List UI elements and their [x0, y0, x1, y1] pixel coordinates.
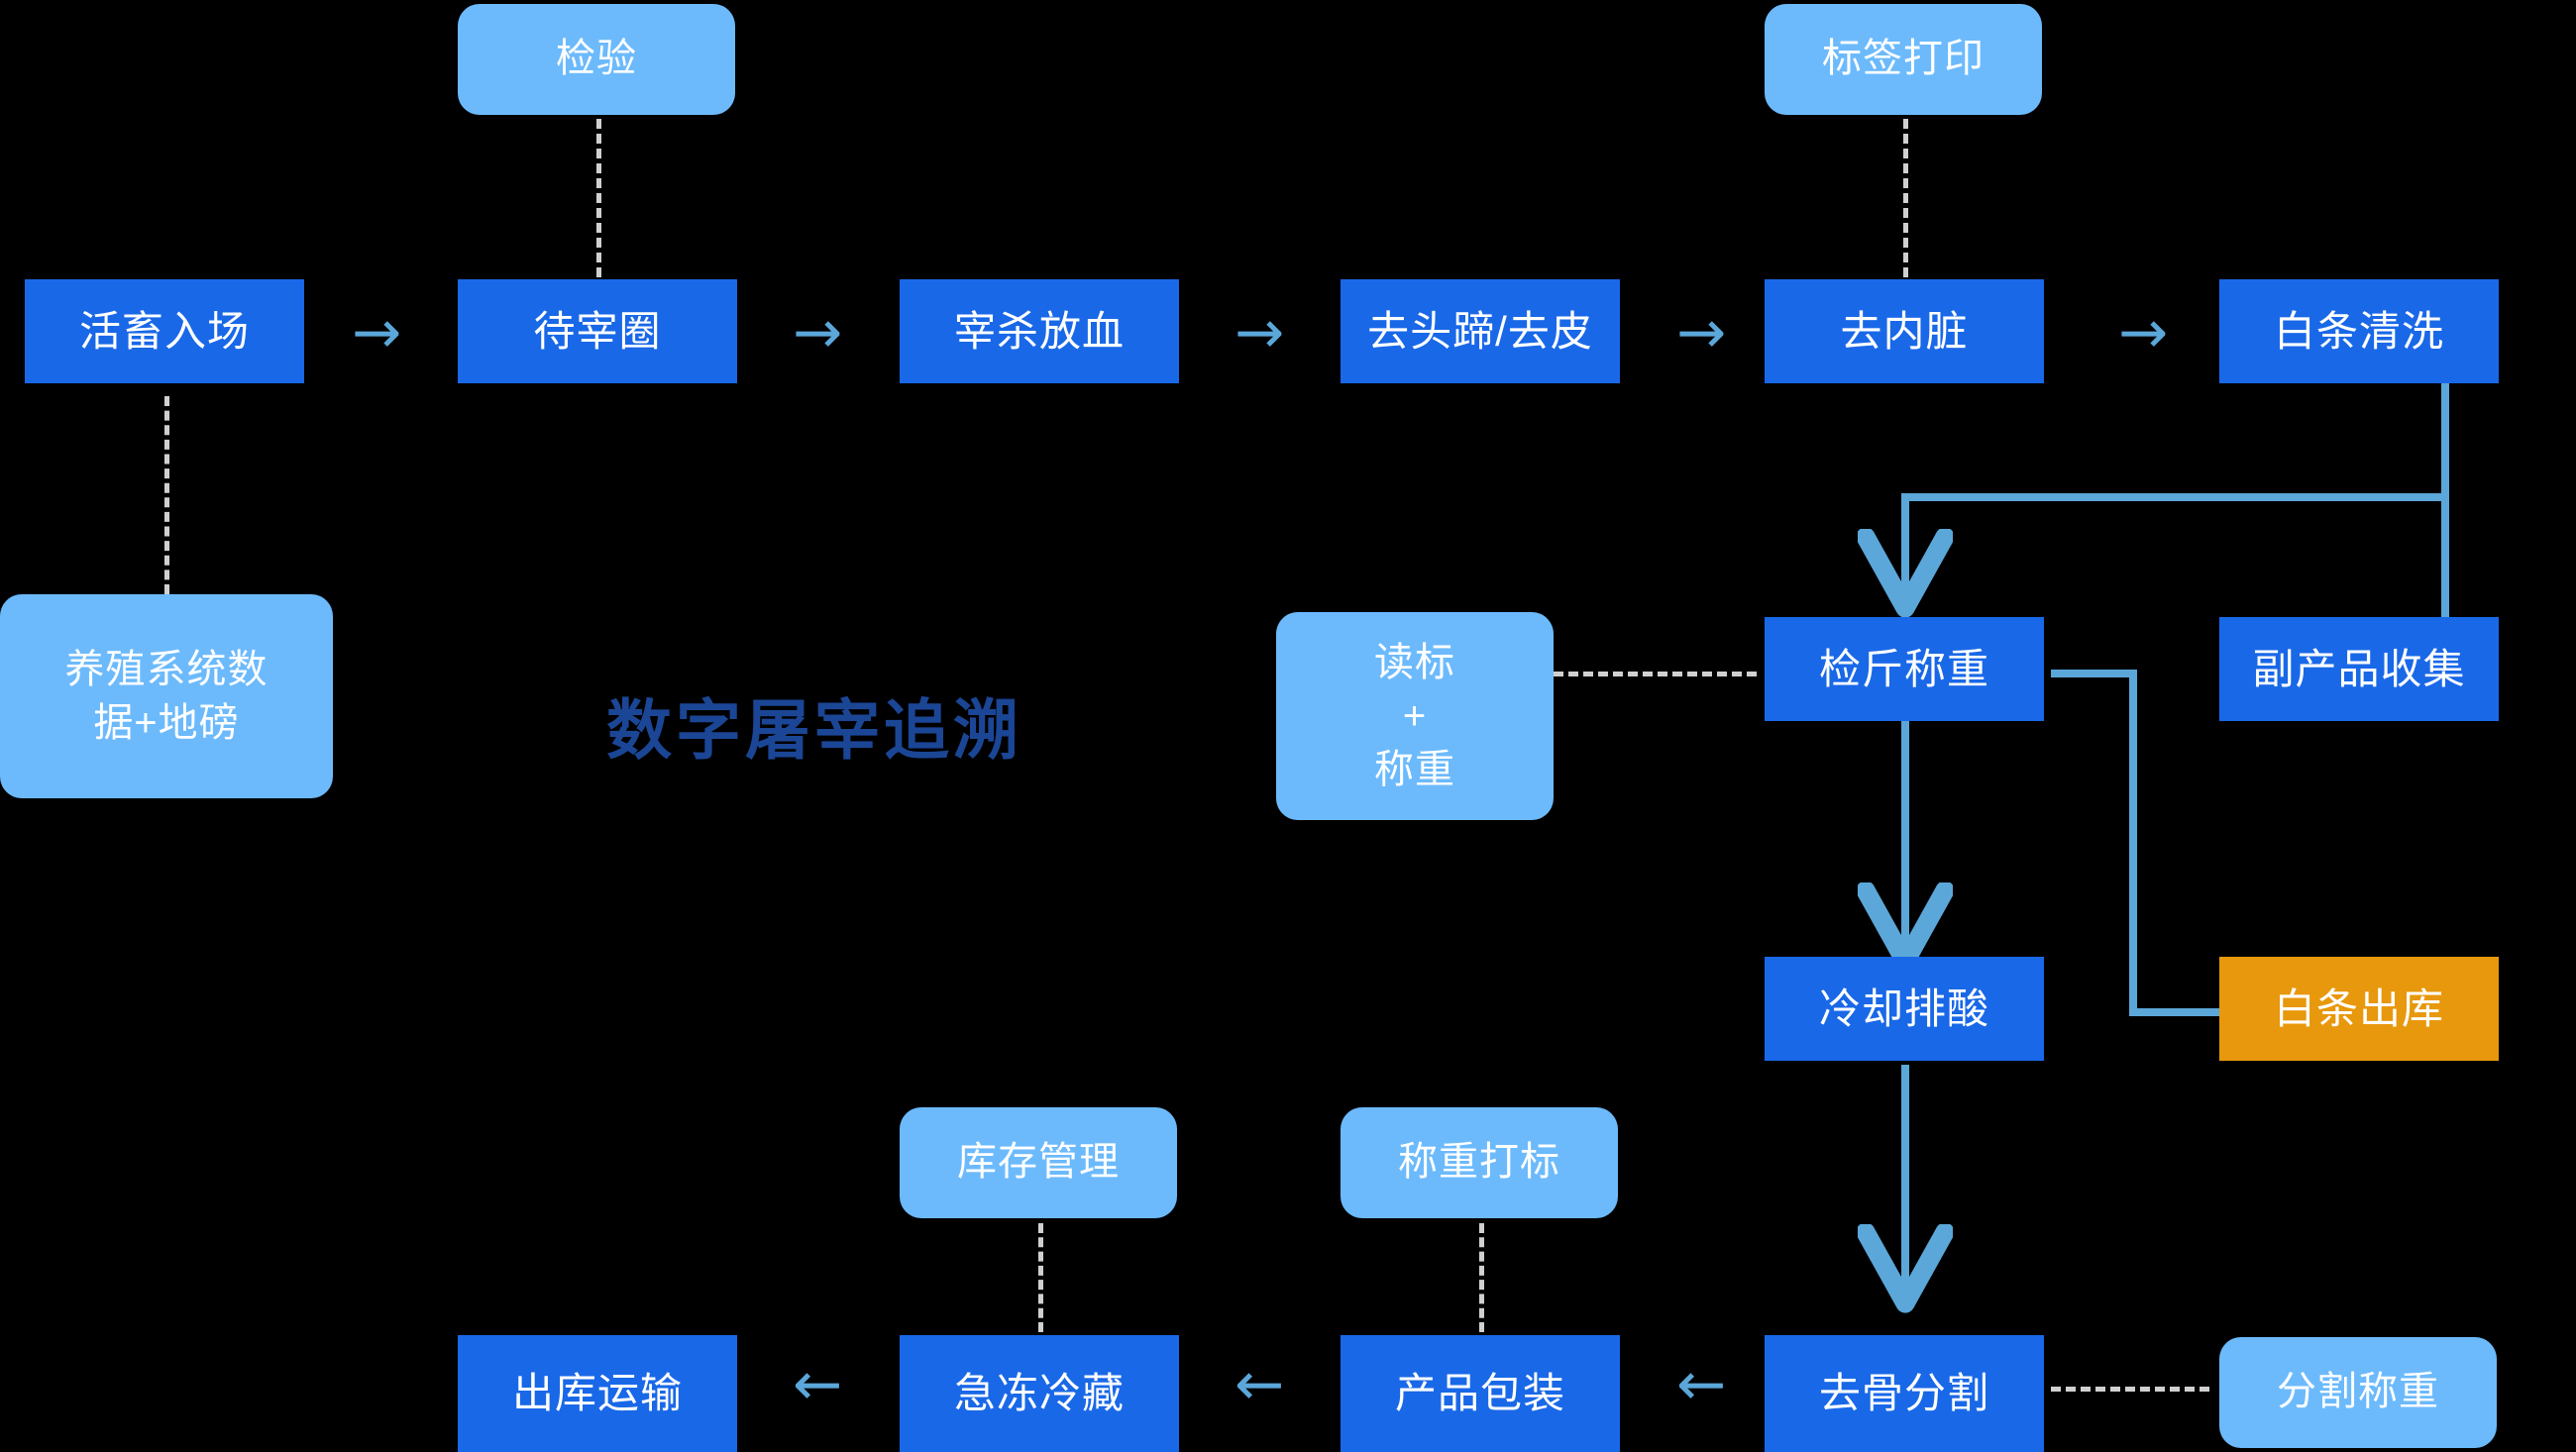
node-dehead-deskin-label: 去头蹄/去皮: [1367, 307, 1593, 355]
node-label-print-label: 标签打印: [1822, 37, 1985, 81]
node-evisceration-label: 去内脏: [1840, 307, 1969, 355]
node-farm-data-scale[interactable]: 养殖系统数 据+地磅: [0, 594, 333, 798]
node-slaughter-bleed-label: 宰杀放血: [953, 307, 1125, 355]
node-freeze-chill[interactable]: 急冻冷藏: [900, 1335, 1179, 1452]
node-cut-weigh[interactable]: 分割称重: [2219, 1337, 2497, 1448]
arrow-dehead-to-evisceration: →: [1676, 298, 1727, 367]
node-outbound-transport[interactable]: 出库运输: [458, 1335, 737, 1452]
dashed-inventory-to-freeze: [1038, 1223, 1043, 1332]
arrow-evisceration-to-wash: →: [2118, 298, 2169, 367]
node-product-packaging[interactable]: 产品包装: [1341, 1335, 1620, 1452]
node-carcass-outbound-label: 白条出库: [2273, 985, 2444, 1032]
node-inventory-mgmt-label: 库存管理: [957, 1140, 1120, 1185]
arrow-slaughter-to-dehead: →: [1234, 298, 1285, 367]
node-label-print[interactable]: 标签打印: [1765, 4, 2042, 115]
node-livestock-entry[interactable]: 活畜入场: [25, 279, 304, 383]
node-carcass-weigh[interactable]: 检斤称重: [1765, 617, 2044, 721]
dashed-weighlabel-to-packaging: [1479, 1223, 1484, 1332]
node-slaughter-bleed[interactable]: 宰杀放血: [900, 279, 1179, 383]
arrow-deboning-to-packaging: ←: [1676, 1350, 1727, 1419]
node-byproduct-collect-label: 副产品收集: [2252, 645, 2466, 692]
node-farm-data-scale-label: 养殖系统数 据+地磅: [64, 648, 268, 745]
node-chill-acid-label: 冷却排酸: [1818, 985, 1989, 1032]
edge-weigh-to-outbound: [2051, 670, 2289, 1012]
node-product-packaging-label: 产品包装: [1394, 1370, 1565, 1417]
node-freeze-chill-label: 急冻冷藏: [953, 1370, 1125, 1417]
dashed-deboning-to-cutweigh: [2051, 1387, 2209, 1392]
node-deboning-cutting[interactable]: 去骨分割: [1765, 1335, 2044, 1452]
arrow-freeze-to-transport: ←: [793, 1350, 843, 1419]
node-evisceration[interactable]: 去内脏: [1765, 279, 2044, 383]
node-cut-weigh-label: 分割称重: [2277, 1370, 2439, 1414]
node-inventory-mgmt[interactable]: 库存管理: [900, 1107, 1177, 1218]
node-holding-pen[interactable]: 待宰圈: [458, 279, 737, 383]
arrow-entry-to-pen: →: [352, 298, 402, 367]
node-carcass-wash-label: 白条清洗: [2273, 307, 2444, 355]
node-deboning-cutting-label: 去骨分割: [1818, 1370, 1989, 1417]
node-carcass-wash[interactable]: 白条清洗: [2219, 279, 2499, 383]
dashed-labelprint-to-evisceration: [1903, 119, 1908, 277]
dashed-readtag-to-weigh: [1554, 672, 1757, 676]
node-outbound-transport-label: 出库运输: [511, 1370, 683, 1417]
node-read-tag-weigh-label: 读标 + 称重: [1374, 641, 1455, 791]
dashed-entry-to-farmdata: [164, 396, 169, 594]
node-byproduct-collect[interactable]: 副产品收集: [2219, 617, 2499, 721]
node-livestock-entry-label: 活畜入场: [78, 307, 250, 355]
node-carcass-outbound[interactable]: 白条出库: [2219, 957, 2499, 1061]
node-chill-acid[interactable]: 冷却排酸: [1765, 957, 2044, 1061]
node-weigh-label[interactable]: 称重打标: [1341, 1107, 1618, 1218]
arrow-packaging-to-freeze: ←: [1234, 1350, 1285, 1419]
node-carcass-weigh-label: 检斤称重: [1818, 645, 1989, 692]
node-read-tag-weigh[interactable]: 读标 + 称重: [1276, 612, 1554, 820]
node-weigh-label-label: 称重打标: [1398, 1140, 1560, 1185]
diagram-title: 数字屠宰追溯: [606, 693, 1022, 767]
node-inspection[interactable]: 检验: [458, 4, 735, 115]
dashed-inspection-to-pen: [596, 119, 601, 277]
node-dehead-deskin[interactable]: 去头蹄/去皮: [1341, 279, 1620, 383]
node-inspection-label: 检验: [556, 37, 637, 81]
node-holding-pen-label: 待宰圈: [533, 307, 662, 355]
arrow-pen-to-slaughter: →: [793, 298, 843, 367]
